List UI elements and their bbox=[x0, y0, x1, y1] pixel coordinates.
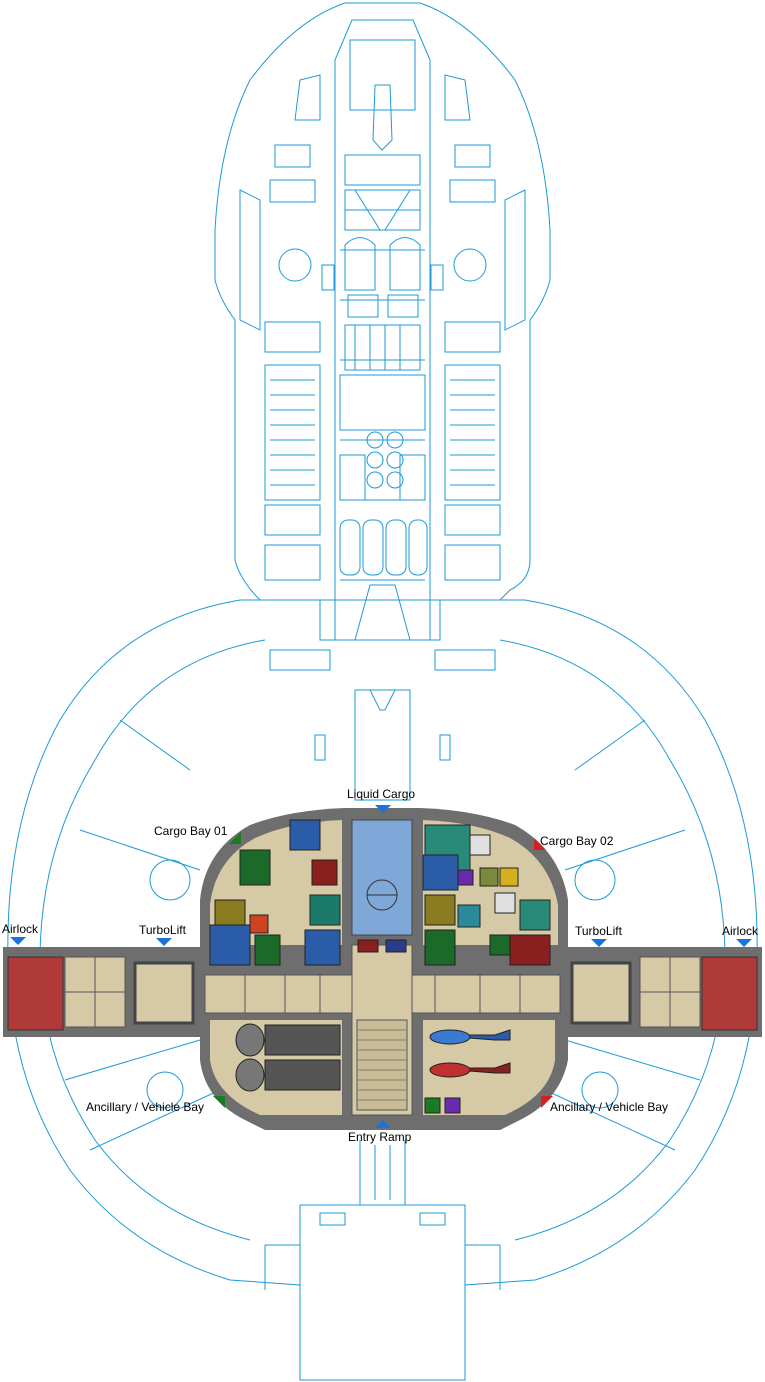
turbolift-right-marker-icon bbox=[591, 939, 607, 947]
markers bbox=[10, 805, 752, 1128]
cargo-bay-02-marker-icon bbox=[534, 838, 546, 850]
liquid-cargo-marker-icon bbox=[375, 805, 391, 813]
forward-hull-outline bbox=[214, 2, 551, 641]
ancillary-left-label: Ancillary / Vehicle Bay bbox=[86, 1100, 205, 1114]
turbolift-left-label: TurboLift bbox=[139, 923, 186, 937]
entry-ramp-label: Entry Ramp bbox=[348, 1130, 412, 1144]
ancillary-left-marker-icon bbox=[213, 1096, 225, 1108]
turbolift-left-marker-icon bbox=[156, 938, 172, 946]
ancillary-right-marker-icon bbox=[541, 1096, 553, 1108]
cargo-bay-01-marker-icon bbox=[229, 832, 241, 844]
liquid-cargo-label: Liquid Cargo bbox=[347, 787, 416, 801]
airlock-left-label: Airlock bbox=[2, 922, 39, 936]
airlock-right-label: Airlock bbox=[722, 924, 759, 938]
turbolift-right-label: TurboLift bbox=[575, 924, 622, 938]
airlock-left-marker-icon bbox=[10, 937, 26, 945]
entry-ramp-marker-icon bbox=[375, 1120, 391, 1128]
ancillary-right-label: Ancillary / Vehicle Bay bbox=[550, 1100, 669, 1114]
cargo-bay-01-label: Cargo Bay 01 bbox=[154, 824, 228, 838]
airlock-right-marker-icon bbox=[736, 939, 752, 947]
cargo-bay-02-label: Cargo Bay 02 bbox=[540, 834, 614, 848]
cargo-module bbox=[200, 808, 568, 1130]
